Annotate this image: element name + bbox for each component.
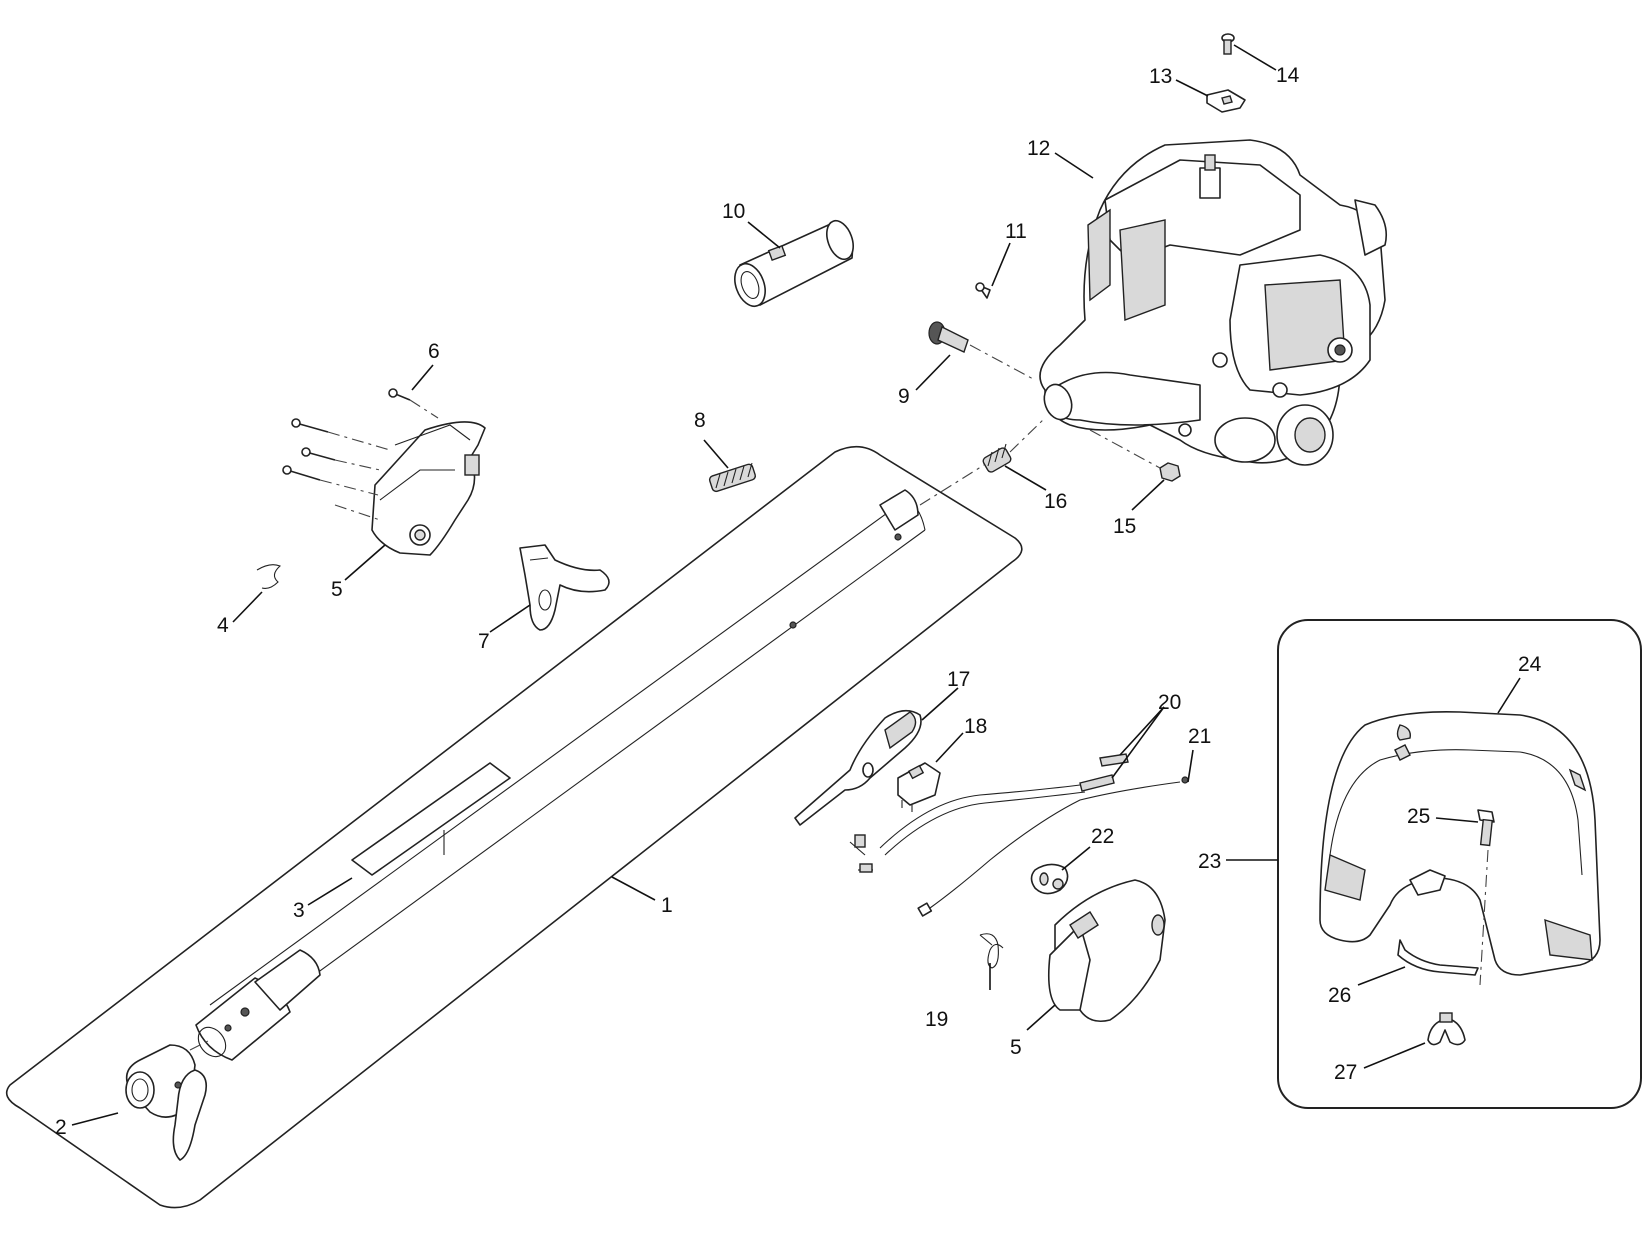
label-part-10: 10	[722, 200, 745, 223]
label-part-26: 26	[1328, 984, 1351, 1007]
part-14-screw	[1221, 33, 1235, 55]
label-part-1: 1	[661, 894, 673, 917]
part-16-spring	[919, 417, 1046, 506]
label-part-21: 21	[1188, 725, 1211, 748]
label-part-14: 14	[1276, 64, 1300, 87]
label-part-18: 18	[964, 715, 987, 738]
part-17-throttle-lever	[794, 709, 922, 826]
label-part-19: 19	[925, 1008, 948, 1031]
label-part-12: 12	[1027, 137, 1050, 160]
label-part-20: 20	[1158, 691, 1181, 714]
part-9-bolt	[928, 321, 1036, 381]
part-19-torsion-spring	[979, 933, 1004, 969]
part-2-coupler-knob	[125, 1039, 211, 1161]
label-part-6: 6	[428, 340, 440, 363]
label-part-16: 16	[1044, 490, 1067, 513]
part-13-bracket	[1206, 89, 1246, 113]
part-15-nut	[1089, 429, 1181, 482]
inset-frame-part-23	[1277, 619, 1642, 1109]
part-6-screw	[388, 388, 439, 419]
label-part-22: 22	[1091, 825, 1114, 848]
label-part-24: 24	[1518, 653, 1542, 676]
part-12-engine	[1039, 139, 1388, 466]
part-5-screws	[282, 418, 391, 521]
part-18-switch	[897, 762, 941, 812]
part-22-grommet	[1030, 863, 1069, 895]
label-part-2: 2	[55, 1116, 67, 1139]
part-1-shaft-outline	[5, 445, 1023, 1209]
part-27-wing-nut	[1427, 1012, 1466, 1046]
callout-labels: 1 2 3 4 5 5 6 7 8 9 10 11 12 13 14 15 16…	[55, 64, 1542, 1139]
part-8-spring	[708, 462, 757, 493]
label-part-27: 27	[1334, 1061, 1357, 1084]
label-part-7: 7	[478, 630, 490, 653]
part-26-bracket	[1397, 939, 1479, 976]
part-21-cable	[917, 776, 1189, 917]
label-part-17: 17	[947, 668, 970, 691]
label-part-9: 9	[898, 385, 910, 408]
label-part-11: 11	[1005, 220, 1027, 243]
leader-lines	[71, 44, 1521, 1126]
label-part-25: 25	[1407, 805, 1430, 828]
label-part-5-upper: 5	[331, 578, 343, 601]
part-7-throttle-trigger	[519, 544, 610, 631]
label-part-23: 23	[1198, 850, 1221, 873]
part-20-throttle-cable	[849, 753, 1129, 873]
label-part-15: 15	[1113, 515, 1136, 538]
part-4-spring-clip	[256, 564, 282, 589]
part-25-bolt	[1477, 809, 1495, 986]
label-part-5-lower: 5	[1010, 1036, 1022, 1059]
part-10-tube-sleeve	[734, 219, 854, 308]
part-3-label-decal	[351, 762, 511, 876]
label-part-8: 8	[694, 409, 706, 432]
label-part-4: 4	[217, 614, 229, 637]
label-part-13: 13	[1149, 65, 1172, 88]
label-part-3: 3	[293, 899, 305, 922]
part-11-screw	[975, 282, 991, 299]
part-24-barrier-handle	[1319, 710, 1601, 976]
part-5-handle-housing	[371, 421, 486, 556]
part-5-handle-half	[1047, 879, 1166, 1023]
